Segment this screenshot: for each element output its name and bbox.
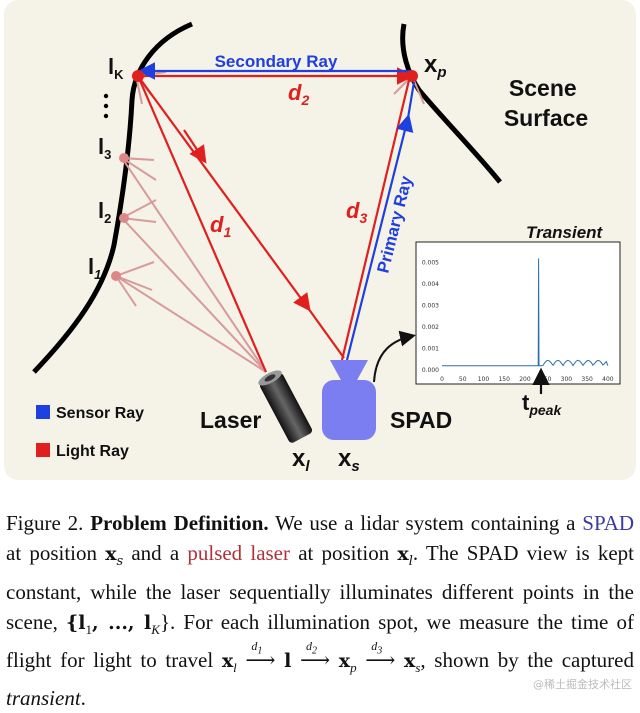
figure-caption: Figure 2. Problem Definition. We use a l… bbox=[6, 508, 634, 713]
caption-text-2: at position bbox=[6, 541, 106, 565]
watermark: @稀土掘金技术社区 bbox=[533, 678, 632, 691]
light-ray-d1-arrow bbox=[183, 129, 207, 164]
caption-set: {l1, ..., lK} bbox=[66, 609, 171, 637]
label-xl: xl bbox=[292, 445, 310, 475]
primary-ray bbox=[345, 113, 414, 361]
caption-math-xs: xs bbox=[105, 543, 124, 569]
point-l2 bbox=[119, 213, 129, 223]
spad-label: SPAD bbox=[390, 407, 452, 433]
legend-light-label: Light Ray bbox=[56, 443, 129, 460]
caption-label: Figure 2. bbox=[6, 511, 84, 535]
caption-text-7: , shown by the captured bbox=[420, 647, 634, 672]
caption-text-1: We use a lidar system containing a bbox=[268, 511, 583, 535]
transient-x-tick: 200 bbox=[519, 376, 531, 383]
transient-x-tick: 300 bbox=[561, 376, 573, 383]
secondary-ray-label: Secondary Ray bbox=[215, 52, 338, 71]
transient-y-tick: 0.002 bbox=[422, 324, 439, 331]
label-l3: l3 bbox=[98, 134, 111, 162]
light-ray-d1-end bbox=[307, 307, 345, 359]
label-xp: xp bbox=[424, 51, 447, 81]
ellipsis-dots bbox=[103, 93, 109, 119]
light-ray-laser-to-lk bbox=[136, 75, 268, 373]
spad-to-transient-arrow bbox=[373, 330, 416, 383]
legend-sensor-swatch bbox=[36, 405, 50, 419]
label-l2: l2 bbox=[98, 198, 111, 226]
caption-transient-word: transient bbox=[6, 686, 81, 711]
caption-text-3: and a bbox=[123, 541, 188, 565]
caption-laser-word: pulsed laser bbox=[187, 541, 291, 565]
light-ray-d1 bbox=[137, 75, 311, 312]
transient-x-tick: 350 bbox=[581, 376, 593, 383]
laser-label: Laser bbox=[200, 407, 261, 433]
transient-plot-frame bbox=[415, 241, 621, 385]
caption-spad-word: SPAD bbox=[582, 511, 635, 535]
transient-y-tick: 0.001 bbox=[422, 346, 439, 353]
point-l3 bbox=[119, 153, 129, 163]
legend-light-swatch bbox=[36, 443, 50, 457]
transient-x-tick: 150 bbox=[498, 376, 510, 383]
transient-y-tick: 0.003 bbox=[422, 303, 439, 310]
d3-label: d3 bbox=[346, 198, 367, 226]
primary-ray-tail bbox=[406, 81, 416, 119]
caption-text-4: at position bbox=[290, 541, 398, 565]
scene-surface-label: Scene Surface bbox=[504, 75, 588, 131]
transient-title: Transient bbox=[526, 223, 604, 242]
caption-math-xl: xl bbox=[397, 543, 413, 569]
d1-label: d1 bbox=[210, 212, 231, 240]
caption-travel-chain: xl d1⟶ l d2⟶ xp d3⟶ xs bbox=[221, 638, 421, 676]
laser-device bbox=[258, 370, 313, 443]
caption-text-5: . The SPAD view is kept constant, while … bbox=[6, 541, 634, 634]
label-lk: lK bbox=[108, 54, 124, 82]
point-lk bbox=[132, 70, 144, 82]
d2-label: d2 bbox=[288, 80, 309, 108]
transient-y-tick: 0.000 bbox=[422, 367, 439, 374]
left-wall-surface bbox=[32, 21, 193, 374]
label-xs: xs bbox=[338, 445, 360, 475]
caption-title: Problem Definition. bbox=[90, 511, 269, 535]
caption-text-6: . For each illumination spot, we measure… bbox=[6, 609, 634, 672]
problem-definition-figure: lK l3 l2 l1 xp Scene Surface Secondary R… bbox=[4, 0, 636, 480]
caption-text-8: . bbox=[80, 686, 86, 711]
legend-sensor-label: Sensor Ray bbox=[56, 405, 144, 422]
right-scene-surface bbox=[400, 23, 502, 184]
transient-x-tick: 100 bbox=[478, 376, 490, 383]
spad-sensor bbox=[322, 360, 376, 440]
transient-x-tick: 400 bbox=[602, 376, 614, 383]
transient-x-tick: 0 bbox=[440, 376, 444, 383]
transient-y-tick: 0.005 bbox=[422, 260, 439, 267]
point-xp bbox=[406, 70, 418, 82]
label-l1: l1 bbox=[88, 254, 101, 282]
transient-signal-line bbox=[442, 258, 609, 367]
tpeak-label: tpeak bbox=[522, 390, 562, 418]
transient-x-tick: 50 bbox=[459, 376, 467, 383]
point-l1 bbox=[111, 271, 121, 281]
transient-y-tick: 0.004 bbox=[422, 281, 439, 288]
